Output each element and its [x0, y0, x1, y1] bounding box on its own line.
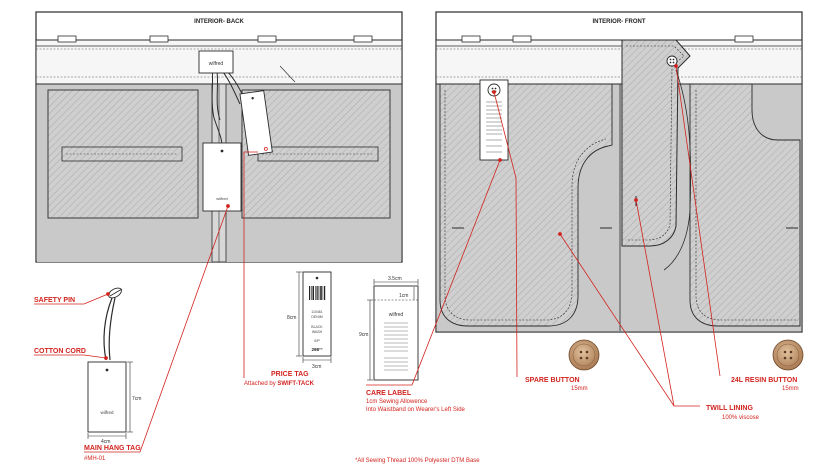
hang-tag-width-dim: 4cm [101, 439, 110, 445]
care-label-note-2: Into Waistband on Wearer's Left Side [366, 407, 466, 413]
spare-button-label: SPARE BUTTON [525, 377, 580, 384]
safety-pin-label: SAFETY PIN [34, 297, 75, 304]
interior-back-panel [35, 11, 403, 263]
resin-button-size: 15mm [782, 386, 799, 392]
back-panel-title: INTERIOR- BACK [194, 19, 244, 25]
twill-lining-label: TWILL LINING [706, 405, 753, 412]
hang-tag-brand: wilfred [100, 410, 114, 415]
resin-button-swatch [772, 339, 804, 371]
twill-lining-note: 100% viscose [722, 415, 760, 421]
care-label-brand: wilfred [389, 312, 404, 318]
price-tag-price: 298°° [311, 347, 322, 352]
price-tag-width-dim: 3cm [312, 364, 321, 370]
resin-button-label: 24L RESIN BUTTON [731, 377, 797, 384]
price-tag-height-dim: 8cm [287, 315, 296, 321]
main-tag-brand: wilfred [216, 196, 228, 201]
price-tag-size: 0/P [314, 339, 320, 343]
price-tag-detail: 110461 DENIM BLACK WASH 0/P 298°° 8cm 3c… [287, 271, 332, 370]
care-label-detail: wilfred 3.5cm 1cm 9cm [359, 276, 419, 381]
price-tag-note-method: SWIFT-TACK [277, 381, 314, 387]
main-hang-tag-code: #MH-01 [84, 456, 106, 462]
callout-leaders [34, 64, 721, 453]
care-label-height-dim: 9cm [359, 332, 368, 338]
interior-front-panel [435, 11, 803, 333]
spare-button-size: 15mm [571, 386, 588, 392]
price-tag-line-2: DENIM [311, 315, 322, 319]
price-tag-label: PRICE TAG [271, 371, 309, 378]
footnote: *All Sewing Thread 100% Polyester DTM Ba… [355, 458, 480, 464]
care-label-fold-dim: 1cm [399, 293, 408, 299]
hang-tag-detail: wilfred 7cm 4cm [87, 287, 141, 445]
price-tag-line-3: BLACK [311, 325, 323, 329]
price-tag-line-4: WASH [312, 330, 323, 334]
price-tag-line-1: 110461 [311, 310, 322, 314]
spare-button-swatch [568, 339, 600, 371]
cotton-cord-label: COTTON CORD [34, 348, 86, 355]
care-label-note-1: 1cm Sewing Allowence [366, 399, 428, 405]
care-label-label: CARE LABEL [366, 390, 412, 397]
price-tag-note: Attached by [244, 381, 277, 387]
waistband-tag-brand: wilfred [209, 61, 224, 67]
front-panel-title: INTERIOR- FRONT [593, 19, 646, 25]
hang-tag-height-dim: 7cm [132, 396, 141, 402]
care-label-width-dim: 3.5cm [388, 276, 402, 282]
svg-text:Attached by SWIFT-TACK: Attached by SWIFT-TACK [244, 381, 315, 387]
main-hang-tag-label: MAIN HANG TAG [84, 445, 141, 452]
back-hang-tags [198, 50, 273, 212]
